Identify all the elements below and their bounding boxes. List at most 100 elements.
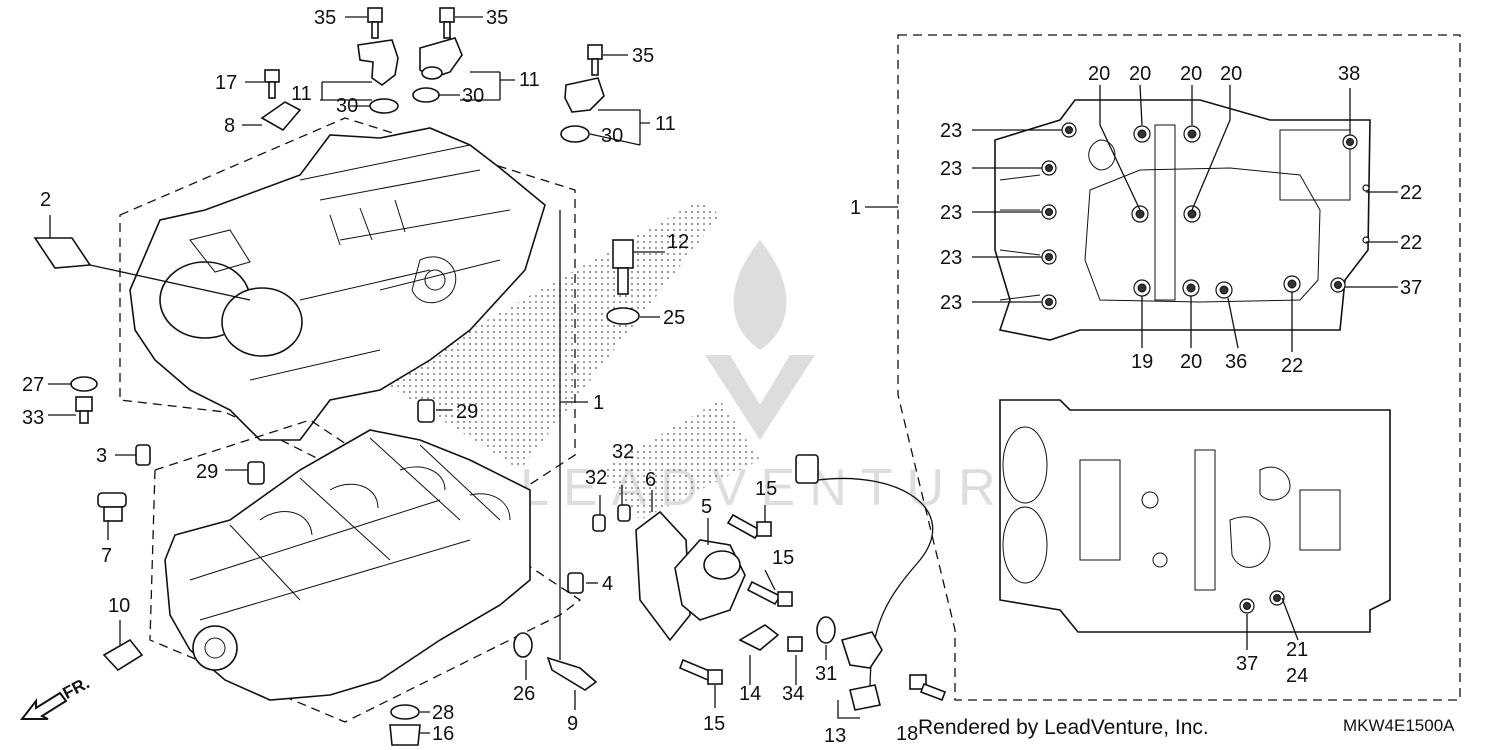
callout-1: 1 xyxy=(850,197,861,219)
callout-7: 7 xyxy=(101,545,112,567)
callout-35: 35 xyxy=(632,45,654,67)
rendered-by-credit: Rendered by LeadVenture, Inc. xyxy=(918,716,1209,739)
bolt-34 xyxy=(787,636,803,652)
plug-16 xyxy=(389,724,421,746)
clamp-8 xyxy=(260,101,302,132)
o-ring-30a xyxy=(369,98,399,114)
washer-27 xyxy=(70,376,98,392)
callout-21: 21 xyxy=(1286,639,1308,661)
callout-37: 37 xyxy=(1236,653,1258,675)
callout-10: 10 xyxy=(108,595,130,617)
callout-20: 20 xyxy=(1180,351,1202,373)
callout-31: 31 xyxy=(815,663,837,685)
bolt-15c xyxy=(678,658,723,685)
cam-sensor-11a xyxy=(357,39,399,86)
drain-plug-7 xyxy=(97,492,127,522)
callout-28: 28 xyxy=(432,702,454,724)
dowel-3 xyxy=(135,444,151,466)
sensor-bolt-35a xyxy=(367,7,383,39)
gasket-6 xyxy=(635,510,691,642)
o-ring-30b xyxy=(412,87,440,103)
callout-2: 2 xyxy=(40,189,51,211)
cam-sensor-11c xyxy=(564,77,605,113)
bolt-15b xyxy=(746,580,793,607)
bolt-33 xyxy=(75,396,93,424)
callout-13: 13 xyxy=(824,725,846,747)
case-bolts-upper xyxy=(1041,122,1370,310)
callout-34: 34 xyxy=(782,683,804,705)
callout-4: 4 xyxy=(602,573,613,595)
dowel-29a xyxy=(417,399,435,423)
callout-6: 6 xyxy=(645,469,656,491)
dowel-4 xyxy=(567,572,584,594)
oil-pressure-switch-12 xyxy=(612,239,634,295)
callout-30: 30 xyxy=(601,125,623,147)
callout-19: 19 xyxy=(1131,351,1153,373)
bracket-14 xyxy=(738,624,780,651)
leader-lines xyxy=(48,16,1398,734)
callout-30: 30 xyxy=(336,95,358,117)
callout-11: 11 xyxy=(655,113,676,135)
callout-37: 37 xyxy=(1400,277,1422,299)
callout-29: 29 xyxy=(196,461,218,483)
callout-29: 29 xyxy=(456,401,478,423)
callout-15: 15 xyxy=(703,713,725,735)
callout-5: 5 xyxy=(701,496,712,518)
crankcase-bottom-view xyxy=(994,99,1371,341)
callout-16: 16 xyxy=(432,723,454,745)
callout-15: 15 xyxy=(755,478,777,500)
sensor-9 xyxy=(546,656,598,691)
callout-23: 23 xyxy=(940,292,962,314)
callout-32: 32 xyxy=(585,467,607,489)
diagram-code: MKW4E1500A xyxy=(1343,716,1455,735)
callout-20: 20 xyxy=(1180,63,1202,85)
washer-26 xyxy=(513,632,533,658)
dowel-29b xyxy=(247,461,265,485)
right-detail-frame xyxy=(897,34,1461,701)
tensioner-5 xyxy=(674,539,746,621)
callout-3: 3 xyxy=(96,445,107,467)
crankcase-top-view xyxy=(999,399,1391,633)
callout-8: 8 xyxy=(224,115,235,137)
callout-labels: 35 35 35 17 11 11 11 30 30 30 8 2 12 25 … xyxy=(22,7,1422,747)
cam-sensor-11b xyxy=(419,37,463,80)
bolt-18 xyxy=(909,674,947,702)
callout-12: 12 xyxy=(667,231,689,253)
callout-17: 17 xyxy=(215,72,237,94)
dowel-32b xyxy=(592,514,606,532)
sensor-harness-13 xyxy=(795,454,934,711)
callout-35: 35 xyxy=(314,7,336,29)
callout-20: 20 xyxy=(1129,63,1151,85)
callout-22: 22 xyxy=(1400,232,1422,254)
neutral-switch-10 xyxy=(102,638,144,672)
o-ring-30c xyxy=(560,125,590,143)
callout-24: 24 xyxy=(1286,665,1308,687)
o-ring-28 xyxy=(390,704,420,720)
callout-20: 20 xyxy=(1088,63,1110,85)
callout-30: 30 xyxy=(462,85,484,107)
callout-1: 1 xyxy=(593,392,604,414)
callout-32: 32 xyxy=(612,441,634,463)
callout-25: 25 xyxy=(663,307,685,329)
sensor-bolt-35b xyxy=(439,7,455,39)
o-ring-31 xyxy=(816,616,836,644)
washer-25 xyxy=(606,307,640,325)
front-direction-arrow-icon: FR. xyxy=(20,675,93,720)
callout-23: 23 xyxy=(940,202,962,224)
callout-18: 18 xyxy=(896,723,918,745)
callout-23: 23 xyxy=(940,158,962,180)
upper-crankcase xyxy=(119,117,576,531)
callout-11: 11 xyxy=(291,83,312,105)
shading-band xyxy=(380,200,760,520)
bolt-15a xyxy=(726,513,772,540)
callout-26: 26 xyxy=(513,683,535,705)
callout-35: 35 xyxy=(486,7,508,29)
case-bolts-lower xyxy=(1239,590,1285,614)
callout-20: 20 xyxy=(1220,63,1242,85)
callout-15: 15 xyxy=(772,547,794,569)
bolt-17 xyxy=(264,69,280,99)
callout-22: 22 xyxy=(1400,182,1422,204)
breather-plate-2 xyxy=(33,237,92,269)
callout-38: 38 xyxy=(1338,63,1360,85)
